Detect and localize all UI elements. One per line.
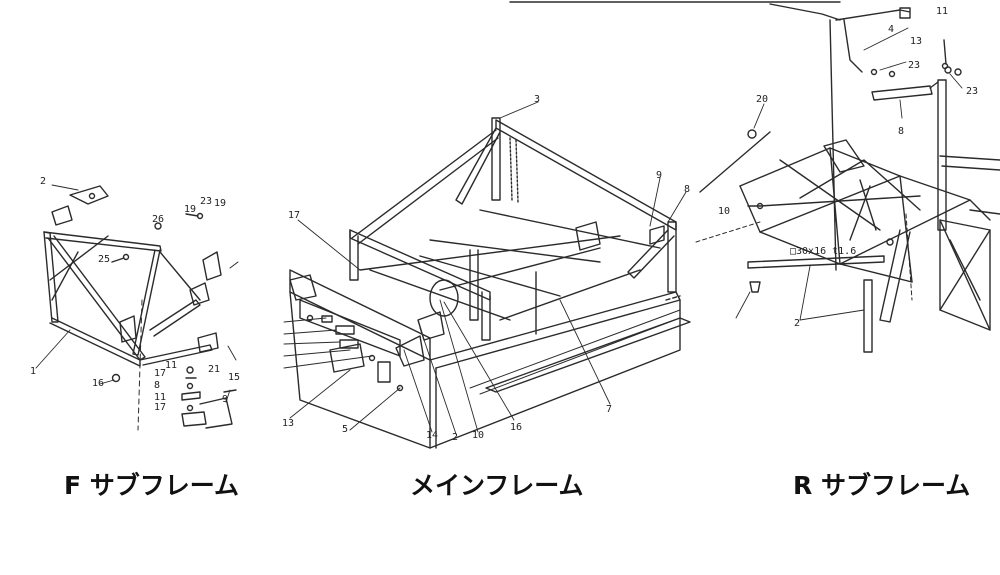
main-label-2: 2 bbox=[452, 432, 458, 443]
main-label-13: 13 bbox=[282, 418, 294, 429]
front-label-17a: 17 bbox=[154, 368, 166, 379]
main-label-10: 10 bbox=[472, 430, 484, 441]
rear-label-4: 4 bbox=[888, 24, 894, 35]
front-label-15: 15 bbox=[228, 372, 240, 383]
rear-subframe-caption: R サブフレーム bbox=[793, 471, 971, 500]
leader-lines bbox=[35, 27, 963, 435]
rear-label-10: 10 bbox=[718, 206, 730, 217]
rear-label-11: 11 bbox=[936, 6, 948, 17]
front-label-19a: 19 bbox=[184, 204, 196, 215]
main-label-3: 3 bbox=[534, 94, 540, 105]
front-label-19b: 19 bbox=[214, 198, 226, 209]
front-label-25: 25 bbox=[98, 254, 110, 265]
front-label-8: 8 bbox=[154, 380, 160, 391]
front-label-1: 1 bbox=[30, 366, 36, 377]
rear-label-8: 8 bbox=[898, 126, 904, 137]
rear-label-13: 13 bbox=[910, 36, 922, 47]
front-label-11b: 11 bbox=[154, 392, 166, 403]
main-frame-caption: メインフレーム bbox=[410, 471, 584, 500]
front-label-9: 9 bbox=[222, 394, 228, 405]
main-label-5: 5 bbox=[342, 424, 348, 435]
main-label-17: 17 bbox=[288, 210, 300, 221]
front-label-26: 26 bbox=[152, 214, 164, 225]
main-frame-drawing bbox=[289, 117, 691, 449]
main-label-14: 14 bbox=[426, 430, 438, 441]
front-label-11a: 11 bbox=[165, 360, 177, 371]
front-label-17b: 17 bbox=[154, 402, 166, 413]
rear-subframe-drawing bbox=[509, 1, 1000, 353]
main-label-7: 7 bbox=[606, 404, 612, 415]
rear-label-dimension: □30x16 t1.6 bbox=[790, 246, 856, 257]
front-subframe-drawing bbox=[43, 185, 239, 431]
main-label-16: 16 bbox=[510, 422, 522, 433]
rear-label-2: 2 bbox=[794, 318, 800, 329]
rear-label-20: 20 bbox=[756, 94, 768, 105]
rear-label-23a: 23 bbox=[908, 60, 920, 71]
front-label-21: 21 bbox=[208, 364, 220, 375]
front-label-2: 2 bbox=[40, 176, 46, 187]
rear-label-23b: 23 bbox=[966, 86, 978, 97]
front-label-23: 23 bbox=[200, 196, 212, 207]
main-label-8: 8 bbox=[684, 184, 690, 195]
front-subframe-caption: F サブフレーム bbox=[64, 471, 240, 500]
front-label-16: 16 bbox=[92, 378, 104, 389]
main-label-9: 9 bbox=[656, 170, 662, 181]
